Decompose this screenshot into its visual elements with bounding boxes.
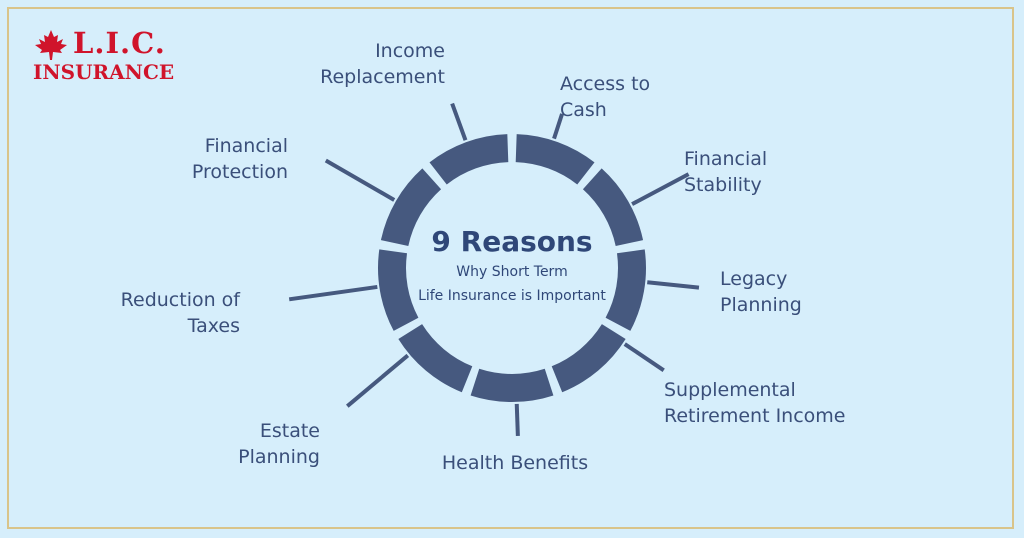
reason-label-supplemental-retirement-income: Supplemental Retirement Income	[664, 379, 846, 427]
connector-line	[514, 403, 520, 436]
ring-segment	[470, 368, 554, 402]
brand-subtitle: INSURANCE	[33, 60, 175, 84]
ring-segment	[582, 168, 644, 247]
connector-line	[631, 172, 690, 206]
connector-line	[288, 284, 378, 302]
center-subtitle-line-2: Life Insurance is Important	[418, 288, 606, 304]
ring-segment	[378, 249, 419, 331]
ring-segment	[605, 249, 646, 331]
reason-label-legacy-planning: Legacy Planning	[720, 268, 802, 316]
brand-logo: L.I.C. INSURANCE	[33, 26, 174, 87]
maple-leaf-icon	[35, 30, 67, 60]
center-title: 9 Reasons	[431, 225, 593, 258]
connector-line	[647, 280, 700, 290]
brand-name: L.I.C.	[73, 26, 166, 60]
reason-label-health-benefits: Health Benefits	[441, 452, 589, 474]
connector-line	[324, 158, 396, 202]
connector-line	[623, 342, 665, 372]
connector-line	[552, 113, 564, 140]
ring-segment	[515, 134, 595, 185]
connector-line	[346, 353, 410, 408]
reason-label-estate-planning: Estate Planning	[238, 420, 320, 468]
ring-segment	[429, 134, 509, 185]
decorative-border	[7, 7, 1014, 529]
connector-line	[450, 102, 468, 141]
reason-label-access-to-cash: Access to Cash	[560, 73, 651, 121]
reason-label-financial-protection: Financial Protection	[191, 135, 288, 183]
reason-label-income-replacement: Income Replacement	[320, 40, 445, 88]
ring-segment	[551, 323, 626, 393]
reason-label-financial-stability: Financial Stability	[684, 148, 768, 196]
ring-segment	[398, 323, 473, 393]
ring-segment	[380, 168, 442, 247]
center-subtitle-line-1: Why Short Term	[456, 264, 568, 280]
reason-label-reduction-of-taxes: Reduction of Taxes	[120, 289, 240, 337]
